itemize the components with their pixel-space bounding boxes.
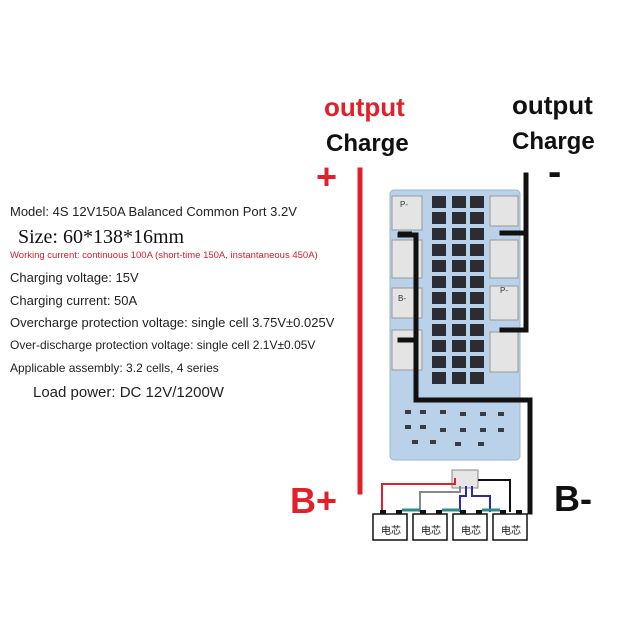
board-label-p-minus-2: P- <box>400 200 408 209</box>
balance-wires <box>381 478 511 512</box>
spec-model: Model: 4S 12V150A Balanced Common Port 3… <box>10 204 297 219</box>
control-components <box>405 410 504 446</box>
b-plus-label: B+ <box>290 480 338 521</box>
spec-overdischarge: Over-discharge protection voltage: singl… <box>10 338 316 352</box>
output-label-right: output <box>512 90 593 120</box>
pad-right-bot <box>489 331 519 373</box>
pad-right-mid2 <box>489 285 519 321</box>
pad-right-mid1 <box>489 239 519 279</box>
spec-assembly: Applicable assembly: 3.2 cells, 4 series <box>10 361 219 375</box>
spec-load-power: Load power: DC 12V/1200W <box>33 384 224 401</box>
board-label-b-minus: B- <box>398 294 406 303</box>
cell-label-3: 电芯 <box>461 526 481 537</box>
pad-left-top <box>391 195 423 231</box>
output-label-left: output <box>324 92 405 122</box>
battery-cells <box>372 508 528 541</box>
charge-label-left: Charge <box>326 130 409 157</box>
b-minus-label: B- <box>554 478 592 519</box>
spec-overcharge: Overcharge protection voltage: single ce… <box>10 315 335 330</box>
mosfet-array <box>432 196 484 384</box>
battery-cell-2 <box>412 513 448 541</box>
board-label-p-minus-1: P- <box>500 286 508 295</box>
spec-charging-current: Charging current: 50A <box>10 293 138 308</box>
board-stubs <box>398 231 412 343</box>
cell-label-4: 电芯 <box>501 526 521 537</box>
spec-working-current: Working current: continuous 100A (short-… <box>10 250 318 261</box>
battery-cell-4 <box>492 513 528 541</box>
spec-size: Size: 60*138*16mm <box>18 226 185 248</box>
battery-cell-3 <box>452 513 488 541</box>
battery-cell-1 <box>372 513 408 541</box>
charge-label-right: Charge <box>512 128 595 155</box>
cell-label-1: 电芯 <box>381 526 401 537</box>
pad-right-top <box>489 195 519 227</box>
spec-charging-voltage: Charging voltage: 15V <box>10 270 139 285</box>
minus-sign-label: - <box>548 150 562 194</box>
cell-label-2: 电芯 <box>421 526 441 537</box>
plus-sign-label: + <box>316 156 338 197</box>
